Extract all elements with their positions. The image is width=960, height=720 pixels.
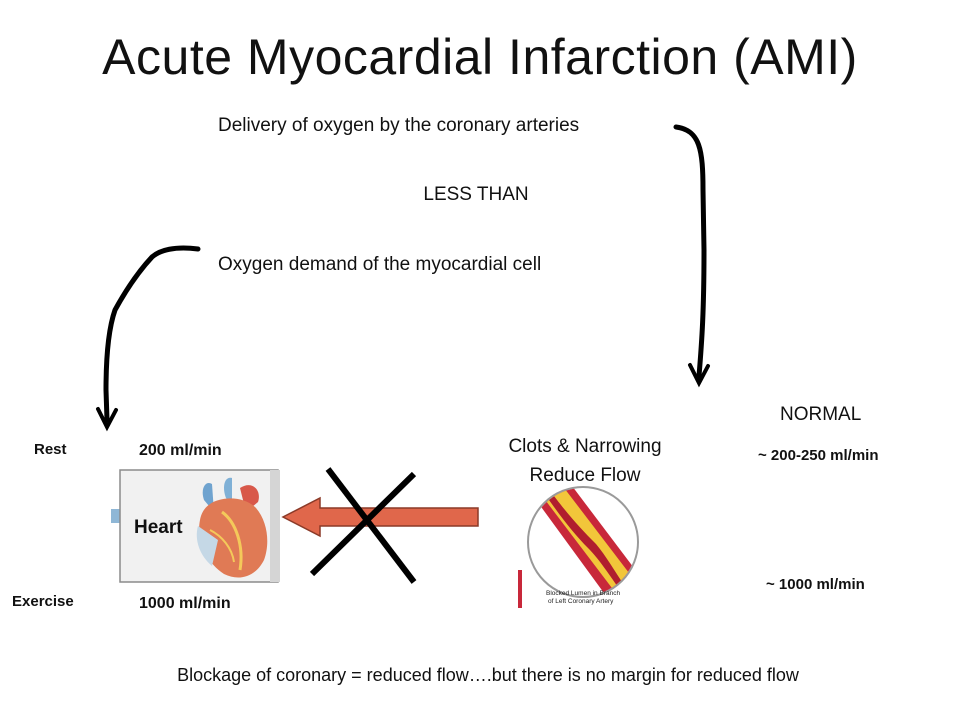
artery-inset-line1: Blocked Lumen in Branch: [546, 590, 620, 597]
demand-curve-arrow: [96, 245, 201, 432]
artery-inset-line2: of Left Coronary Artery: [548, 598, 614, 605]
heart-image: [111, 469, 280, 583]
delivery-text: Delivery of oxygen by the coronary arter…: [218, 115, 580, 136]
exercise-flow-value: 1000 ml/min: [139, 595, 231, 612]
page-title: Acute Myocardial Infarction (AMI): [102, 29, 858, 85]
artery-caption: Clots & Narrowing Reduce Flow: [470, 432, 700, 490]
artery-caption-line1: Clots & Narrowing: [508, 436, 662, 457]
flow-arrow: [281, 496, 479, 538]
exercise-label: Exercise: [12, 593, 74, 610]
normal-label: NORMAL: [780, 404, 862, 425]
delivery-curve-arrow: [673, 124, 710, 388]
rest-label: Rest: [34, 441, 67, 458]
demand-text: Oxygen demand of the myocardial cell: [218, 254, 542, 275]
heart-label: Heart: [134, 517, 183, 538]
heart-icon: [196, 477, 268, 578]
blocked-x-icon: [309, 467, 417, 584]
normal-exercise-flow: ~ 1000 ml/min: [766, 576, 865, 593]
less-than-text: LESS THAN: [423, 184, 529, 205]
artery-caption-line2: Reduce Flow: [529, 465, 641, 486]
normal-rest-flow: ~ 200-250 ml/min: [758, 447, 879, 464]
rest-flow-value: 200 ml/min: [139, 442, 222, 459]
footer-text: Blockage of coronary = reduced flow….but…: [177, 665, 799, 685]
artery-image: Blocked Lumen in Branch of Left Coronary…: [480, 470, 640, 610]
